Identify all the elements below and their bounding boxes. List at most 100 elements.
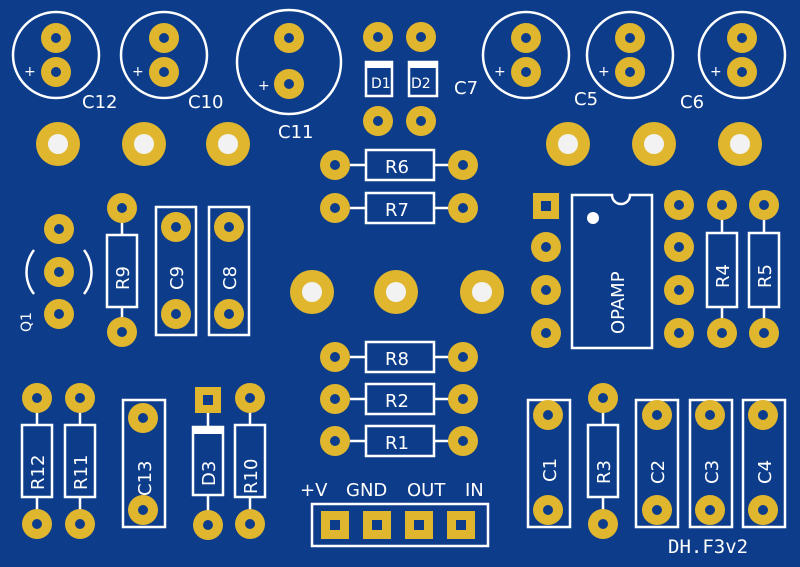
pad-hole (674, 200, 684, 210)
pin-label-gnd: GND (346, 480, 387, 501)
resistor-r2: R2 (350, 382, 450, 416)
capacitor-c3: C3 (688, 398, 734, 529)
capacitor-c6: + (697, 10, 787, 100)
pad-hole (458, 160, 468, 170)
resistor-r3: R3 (586, 400, 620, 520)
mount-hole (302, 282, 322, 302)
diode-d1: D1 (364, 60, 394, 98)
pad-hole (284, 79, 294, 89)
capacitor-c5: + (585, 10, 675, 100)
pad-hole (674, 328, 684, 338)
pad-hole (674, 285, 684, 295)
resistor-r1: R1 (350, 424, 450, 458)
pad-hole (759, 328, 769, 338)
label-d2: D2 (411, 76, 431, 92)
mount-hole (472, 282, 492, 302)
label-d1: D1 (371, 76, 391, 92)
pad-hole (416, 116, 426, 126)
pad-hole (330, 160, 340, 170)
polarity-mark: + (494, 64, 506, 80)
pad-hole (541, 285, 551, 295)
label-c8: C8 (220, 266, 241, 290)
pad-hole (54, 224, 64, 234)
pad-hole (758, 505, 768, 515)
label-r8: R8 (385, 349, 409, 370)
pad-hole (717, 328, 727, 338)
label-c6: C6 (680, 92, 704, 113)
pad-hole (674, 242, 684, 252)
pad-hole (737, 33, 747, 43)
pad-hole (652, 410, 662, 420)
pad-hole (458, 436, 468, 446)
pad-hole (51, 33, 61, 43)
pad-hole (705, 410, 715, 420)
label-c9: C9 (167, 266, 188, 290)
label-r3: R3 (594, 460, 615, 484)
pad-hole (541, 242, 551, 252)
polarity-mark: + (132, 64, 144, 80)
mount-hole (48, 134, 68, 154)
label-c5: C5 (574, 89, 598, 110)
pad-hole (159, 67, 169, 77)
pad-hole (521, 67, 531, 77)
pad-hole (138, 505, 148, 515)
capacitor-c12: + (11, 10, 101, 100)
pad-hole (625, 33, 635, 43)
label-c1: C1 (540, 458, 561, 482)
pad-hole (224, 309, 234, 319)
board-title: DH.F3v2 (668, 536, 748, 558)
pad-hole (521, 33, 531, 43)
pad-hole (543, 505, 553, 515)
resistor-r5: R5 (747, 208, 781, 330)
capacitor-c13: C13 (121, 398, 167, 529)
pad-hole (541, 328, 551, 338)
resistor-r10: R10 (233, 400, 267, 520)
io-connector: +V GND OUT IN (300, 480, 490, 548)
pad-hole (330, 436, 340, 446)
round-pads (22, 22, 779, 540)
mount-hole (134, 134, 154, 154)
pin-label-in: IN (465, 480, 484, 501)
resistor-r11: R11 (63, 400, 97, 520)
label-r12: R12 (28, 455, 49, 490)
resistor-r4: R4 (705, 208, 739, 330)
diode-d3: D3 (191, 400, 225, 520)
pad-hole (543, 410, 553, 420)
polarity-mark: + (710, 64, 722, 80)
pad-hole (32, 393, 42, 403)
pad-hole (32, 519, 42, 529)
pin-label-out: OUT (407, 480, 446, 501)
pad-hole (373, 32, 383, 42)
label-c13: C13 (135, 461, 156, 496)
pad-hole (598, 393, 608, 403)
capacitor-c11: + (235, 8, 343, 116)
label-r1: R1 (385, 433, 409, 454)
pad-hole (373, 116, 383, 126)
label-opamp: OPAMP (608, 271, 629, 334)
transistor-q1: Q1 (19, 249, 93, 332)
pad-hole (203, 520, 213, 530)
opamp-ic: OPAMP (570, 193, 654, 350)
pad-hole (598, 519, 608, 529)
label-r9: R9 (113, 266, 134, 290)
resistor-r12: R12 (20, 400, 54, 520)
pad-hole (705, 505, 715, 515)
label-c3: C3 (702, 460, 723, 484)
pad-hole (458, 203, 468, 213)
pad-hole (458, 352, 468, 362)
label-c7: C7 (454, 78, 478, 99)
polarity-mark: + (24, 64, 36, 80)
label-c10: C10 (188, 92, 223, 113)
pad-hole (171, 222, 181, 232)
pad-hole (51, 67, 61, 77)
pad-hole (625, 67, 635, 77)
pad-hole (330, 394, 340, 404)
label-c12: C12 (82, 92, 117, 113)
pad-hole (75, 519, 85, 529)
pad-hole (416, 32, 426, 42)
label-r2: R2 (385, 391, 409, 412)
pad-hole (758, 410, 768, 420)
capacitor-c9: C9 (154, 205, 198, 337)
pad-hole (245, 519, 255, 529)
